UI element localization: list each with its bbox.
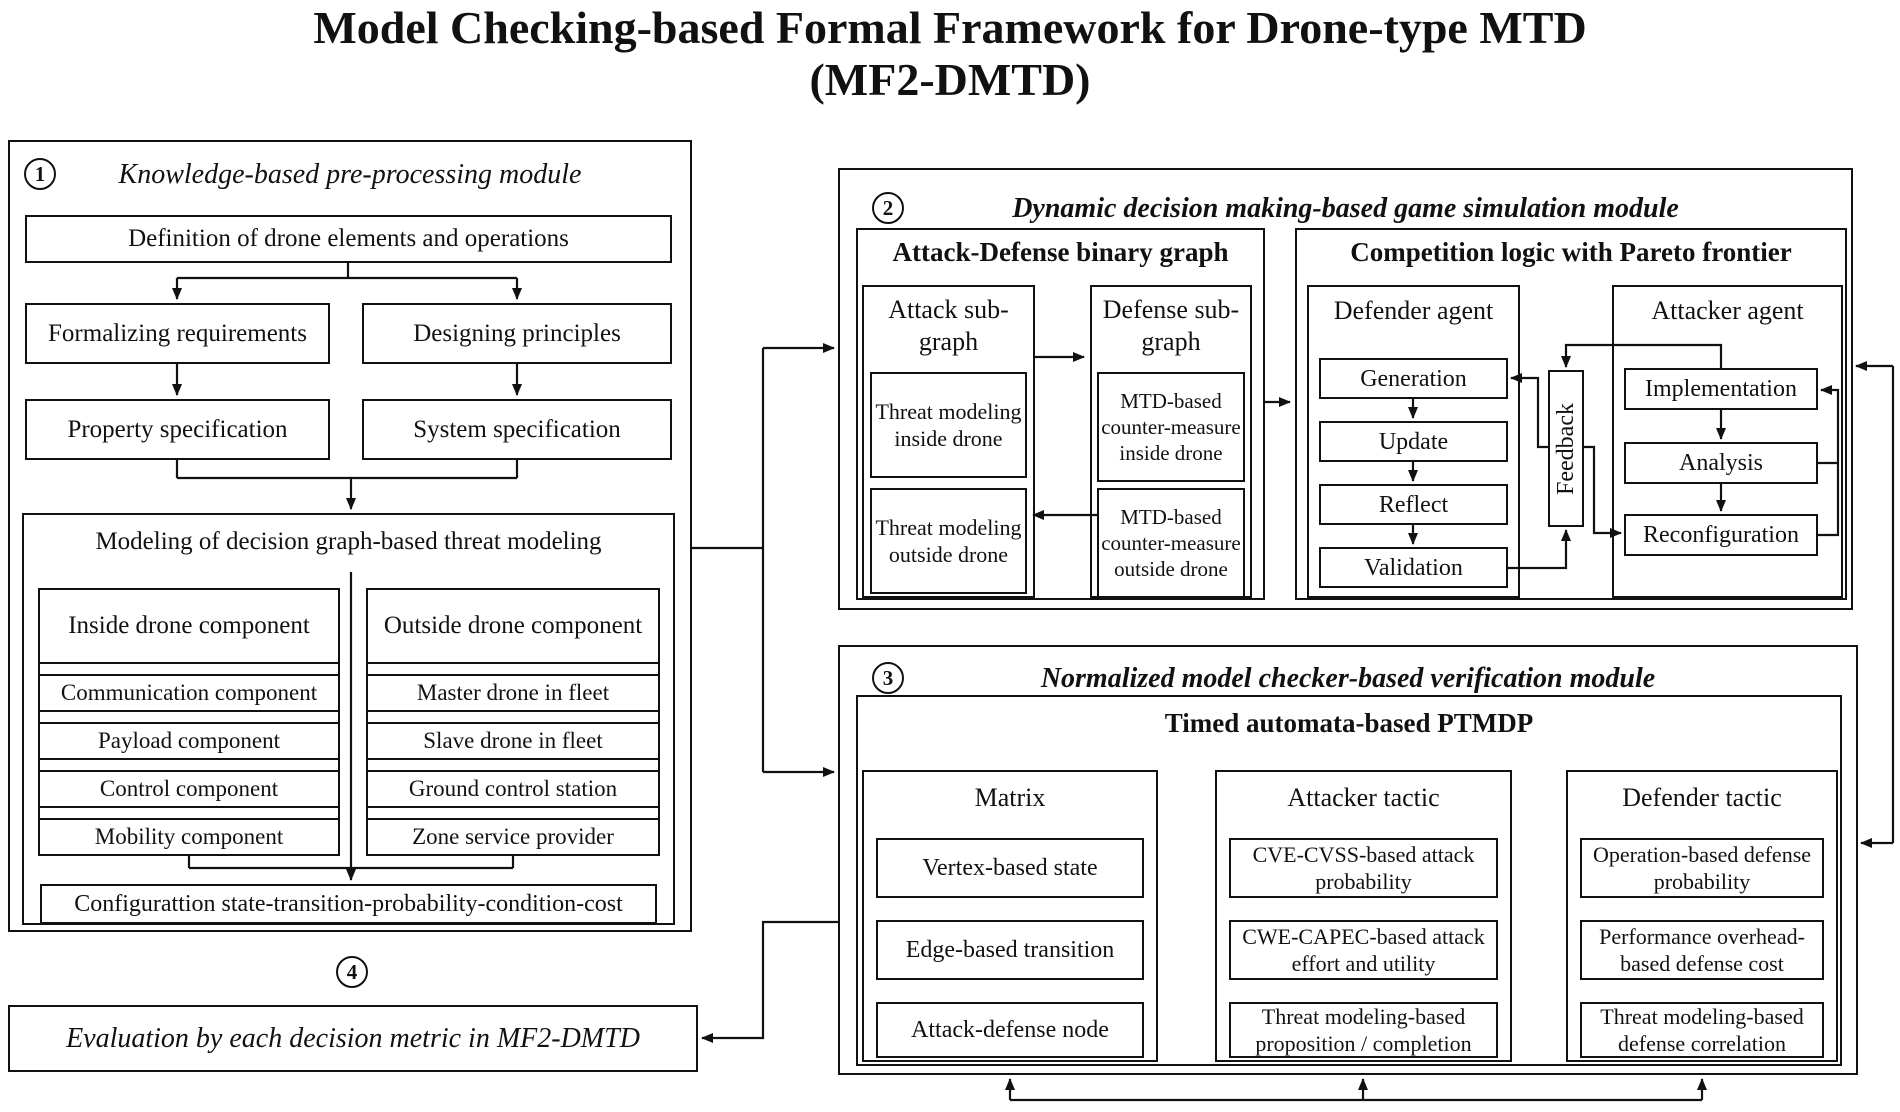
module3-number-badge: 3 <box>872 662 904 694</box>
inside-drone-header: Inside drone component <box>38 588 340 664</box>
attacker-agent-title: Attacker agent <box>1651 295 1804 325</box>
binary-graph-container <box>856 228 1265 600</box>
vertex-based-state-box: Vertex-based state <box>876 838 1144 898</box>
defense-subgraph-title: Defense sub-graph <box>1102 294 1240 357</box>
defender-tactic-header: Defender tactic <box>1622 782 1782 812</box>
module1-connectors <box>172 263 522 881</box>
property-specification-box: Property specification <box>25 399 330 460</box>
attacker-tactic-column <box>1215 770 1512 1062</box>
implementation-box: Implementation <box>1624 368 1818 410</box>
main-title-line1: Model Checking-based Formal Framework fo… <box>313 2 1587 54</box>
module1-number-badge: 1 <box>24 158 56 190</box>
threat-inside-box: Threat modeling inside drone <box>870 372 1027 478</box>
module2-title: Dynamic decision making-based game simul… <box>1012 192 1679 224</box>
definition-box: Definition of drone elements and operati… <box>25 215 672 263</box>
performance-overhead-box: Performance overhead-based defense cost <box>1580 920 1824 980</box>
matrix-column <box>862 770 1158 1062</box>
module1-to-module2-module3-connectors <box>692 343 835 777</box>
reflect-box: Reflect <box>1319 484 1508 525</box>
reconfiguration-box: Reconfiguration <box>1624 514 1818 556</box>
competition-logic-title: Competition logic with Pareto frontier <box>1350 237 1792 268</box>
defender-agent-title: Defender agent <box>1333 295 1494 325</box>
module4-number-badge: 4 <box>336 956 368 988</box>
configuration-box: Configurattion state-transition-probabil… <box>40 884 657 924</box>
attacker-tactic-header: Attacker tactic <box>1287 782 1440 812</box>
mtd-outside-box: MTD-based counter-measure outside drone <box>1097 488 1245 598</box>
designing-principles-box: Designing principles <box>362 303 672 364</box>
inside-row-communication: Communication component <box>38 674 340 712</box>
module2-box <box>838 168 1853 610</box>
attack-subgraph-box <box>862 285 1035 598</box>
cwe-capec-box: CWE-CAPEC-based attack effort and utilit… <box>1229 920 1498 980</box>
module3-title: Normalized model checker-based verificat… <box>1040 662 1656 694</box>
module2-module3-right-loop <box>1855 361 1895 848</box>
outside-drone-column: Outside drone component Master drone in … <box>366 588 660 856</box>
inside-drone-column: Inside drone component Communication com… <box>38 588 340 856</box>
cve-cvss-box: CVE-CVSS-based attack probability <box>1229 838 1498 898</box>
main-title-line2: (MF2-DMTD) <box>809 54 1091 106</box>
validation-box: Validation <box>1319 547 1508 588</box>
threat-modeling-title: Modeling of decision graph-based threat … <box>95 528 602 556</box>
module3-box <box>838 645 1858 1075</box>
inside-row-control: Control component <box>38 770 340 808</box>
outside-drone-header: Outside drone component <box>366 588 660 664</box>
threat-correlation-box: Threat modeling-based defense correlatio… <box>1580 1002 1824 1058</box>
outside-row-slave: Slave drone in fleet <box>366 722 660 760</box>
competition-logic-container <box>1295 228 1847 600</box>
module1-box <box>8 140 692 932</box>
generation-box: Generation <box>1319 358 1508 399</box>
outside-row-ground: Ground control station <box>366 770 660 808</box>
threat-outside-box: Threat modeling outside drone <box>870 488 1027 594</box>
attack-defense-node-box: Attack-defense node <box>876 1002 1144 1058</box>
evaluation-box: Evaluation by each decision metric in MF… <box>8 1005 698 1072</box>
module2-number-badge: 2 <box>872 192 904 224</box>
binary-graph-title: Attack-Defense binary graph <box>892 237 1229 268</box>
ptmdp-title: Timed automata-based PTMDP <box>1164 708 1534 739</box>
ptmdp-container <box>856 695 1842 1066</box>
threat-proposition-box: Threat modeling-based proposition / comp… <box>1229 1002 1498 1058</box>
attacker-agent-box <box>1612 285 1843 598</box>
inside-row-payload: Payload component <box>38 722 340 760</box>
mtd-inside-box: MTD-based counter-measure inside drone <box>1097 372 1245 482</box>
outside-row-zone: Zone service provider <box>366 818 660 856</box>
defender-agent-box <box>1307 285 1520 598</box>
feedback-box: Feedback <box>1548 370 1584 527</box>
attack-subgraph-title: Attack sub-graph <box>888 294 1009 357</box>
threat-modeling-container <box>22 513 675 925</box>
edge-based-transition-box: Edge-based transition <box>876 920 1144 980</box>
formalizing-requirements-box: Formalizing requirements <box>25 303 330 364</box>
module2-connectors <box>1032 343 1840 570</box>
defender-tactic-column <box>1566 770 1838 1062</box>
matrix-header: Matrix <box>974 782 1046 812</box>
analysis-box: Analysis <box>1624 442 1818 484</box>
operation-defense-box: Operation-based defense probability <box>1580 838 1824 898</box>
system-specification-box: System specification <box>362 399 672 460</box>
module3-to-module4-connector <box>701 920 838 1043</box>
outside-row-master: Master drone in fleet <box>366 674 660 712</box>
module1-title: Knowledge-based pre-processing module <box>118 158 582 190</box>
module3-bottom-connectors <box>1005 1078 1707 1102</box>
update-box: Update <box>1319 421 1508 462</box>
